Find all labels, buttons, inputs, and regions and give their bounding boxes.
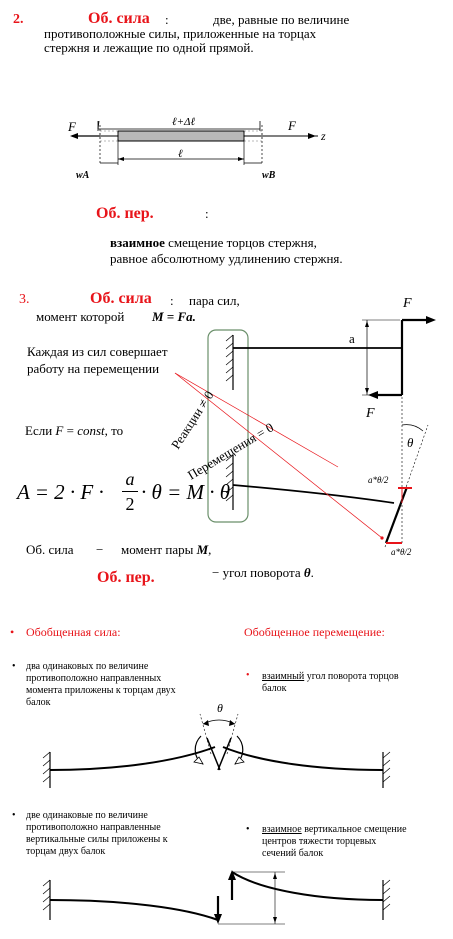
section-3-force-label: Об. сила [90, 290, 152, 307]
disp2-line3: сечений балок [262, 848, 324, 859]
half-angle-label-1: a*θ/2 [368, 475, 389, 485]
work-line2: работу на перемещении [27, 361, 160, 376]
fraction-bar [122, 491, 138, 492]
disp1-line1: взаимный угол поворота торцов [262, 671, 399, 682]
beam-theta-label: θ [217, 701, 223, 715]
section-2-colon: : [165, 12, 169, 27]
axis-z-label: z [320, 129, 326, 143]
section-2-disp-bold: взаимное [110, 235, 165, 250]
work-equation-den: 2 [125, 494, 135, 514]
beam-forces-diagram [42, 870, 391, 925]
force-bottom-label: F [365, 406, 375, 421]
section-2-force-label: Об. сила [88, 10, 150, 27]
work-equation-lhs: A = 2 · F · [17, 480, 104, 504]
section-3-formula: M = Fa. [152, 309, 196, 324]
section-2-desc-line1: две, равные по величине [213, 12, 350, 27]
moment-pair-diagram: F F a θ Реакции ≠ 0 Перемещения = 0 a*θ/… [168, 296, 436, 557]
section-3-pair: пара сил, [189, 293, 240, 308]
bullet-5: • [246, 824, 250, 835]
force-top-label: F [402, 296, 412, 311]
section-2-desc-line2: противоположные силы, приложенные на тор… [44, 26, 317, 41]
bullet-2: • [12, 661, 16, 672]
right-heading: Обобщенное перемещение: [244, 625, 385, 639]
half-angle-label-2: a*θ/2 [391, 547, 412, 557]
disp2-line2: центров тяжести торцевых [262, 836, 377, 847]
work-equation-rhs: · θ = M · θ [141, 480, 231, 504]
bullet-1: • [10, 625, 15, 639]
force-left-label: F [67, 119, 77, 134]
bullet-4: • [12, 810, 16, 821]
bullet-3: • [246, 670, 250, 681]
work-line1: Каждая из сил совершает [27, 344, 168, 359]
case1-line2: противоположно направленных [26, 673, 162, 684]
bottom-dash: − [96, 542, 104, 557]
work-equation-num: a [125, 469, 135, 489]
wa-label: wA [76, 170, 90, 181]
case1-line3: момента приложены к торцам двух [26, 685, 176, 696]
case2-line1: две одинаковые по величине [26, 810, 148, 821]
section-2-number: 2. [13, 12, 24, 27]
case1-line4: балок [26, 697, 51, 708]
section-2-disp-line1: взаимное смещение торцов стержня, [110, 236, 317, 250]
bottom-moment: момент пары M, [121, 542, 212, 557]
section-2-disp-colon: : [205, 206, 209, 221]
theta-label: θ [407, 435, 414, 450]
disp2-line1: взаимное вертикальное смещение [262, 824, 407, 835]
section-2-disp-label: Об. пер. [96, 205, 154, 222]
section-3-disp-text: − угол поворота θ. [212, 565, 314, 580]
section-2-disp-line2: равное абсолютному удлинению стержня. [110, 251, 343, 266]
wb-label: wB [262, 170, 276, 181]
dim-bottom-label: ℓ [178, 148, 183, 160]
case2-line4: торцам двух балок [26, 846, 106, 857]
section-3-moment-pre: момент которой [36, 309, 125, 324]
rod-tension-diagram: ℓ+Δℓ ℓ F F z wA wB [67, 116, 326, 181]
section-2-desc-line3: стержня и лежащие по одной прямой. [44, 40, 254, 55]
section-3-colon: : [170, 293, 174, 308]
if-const-line: Если F = const, то [25, 423, 124, 438]
section-2-disp-rest: смещение торцов стержня, [164, 235, 317, 250]
left-heading: Обобщенная сила: [26, 625, 121, 639]
reactions-label: Реакции ≠ 0 [168, 388, 217, 452]
section-3-number: 3. [19, 292, 30, 307]
case2-line2: противоположно направленные [26, 822, 161, 833]
arm-a-label: a [349, 331, 355, 346]
beam-moments-diagram: θ [42, 701, 391, 788]
case1-line1: два одинаковых по величине [26, 661, 149, 672]
dim-top-label: ℓ+Δℓ [172, 116, 195, 128]
force-right-label: F [287, 118, 297, 133]
bottom-force-label: Об. сила [26, 542, 74, 557]
case2-line3: вертикальные силы приложены к [26, 834, 168, 845]
section-3-disp-label: Об. пер. [97, 569, 155, 586]
disp1-line2: балок [262, 683, 287, 694]
